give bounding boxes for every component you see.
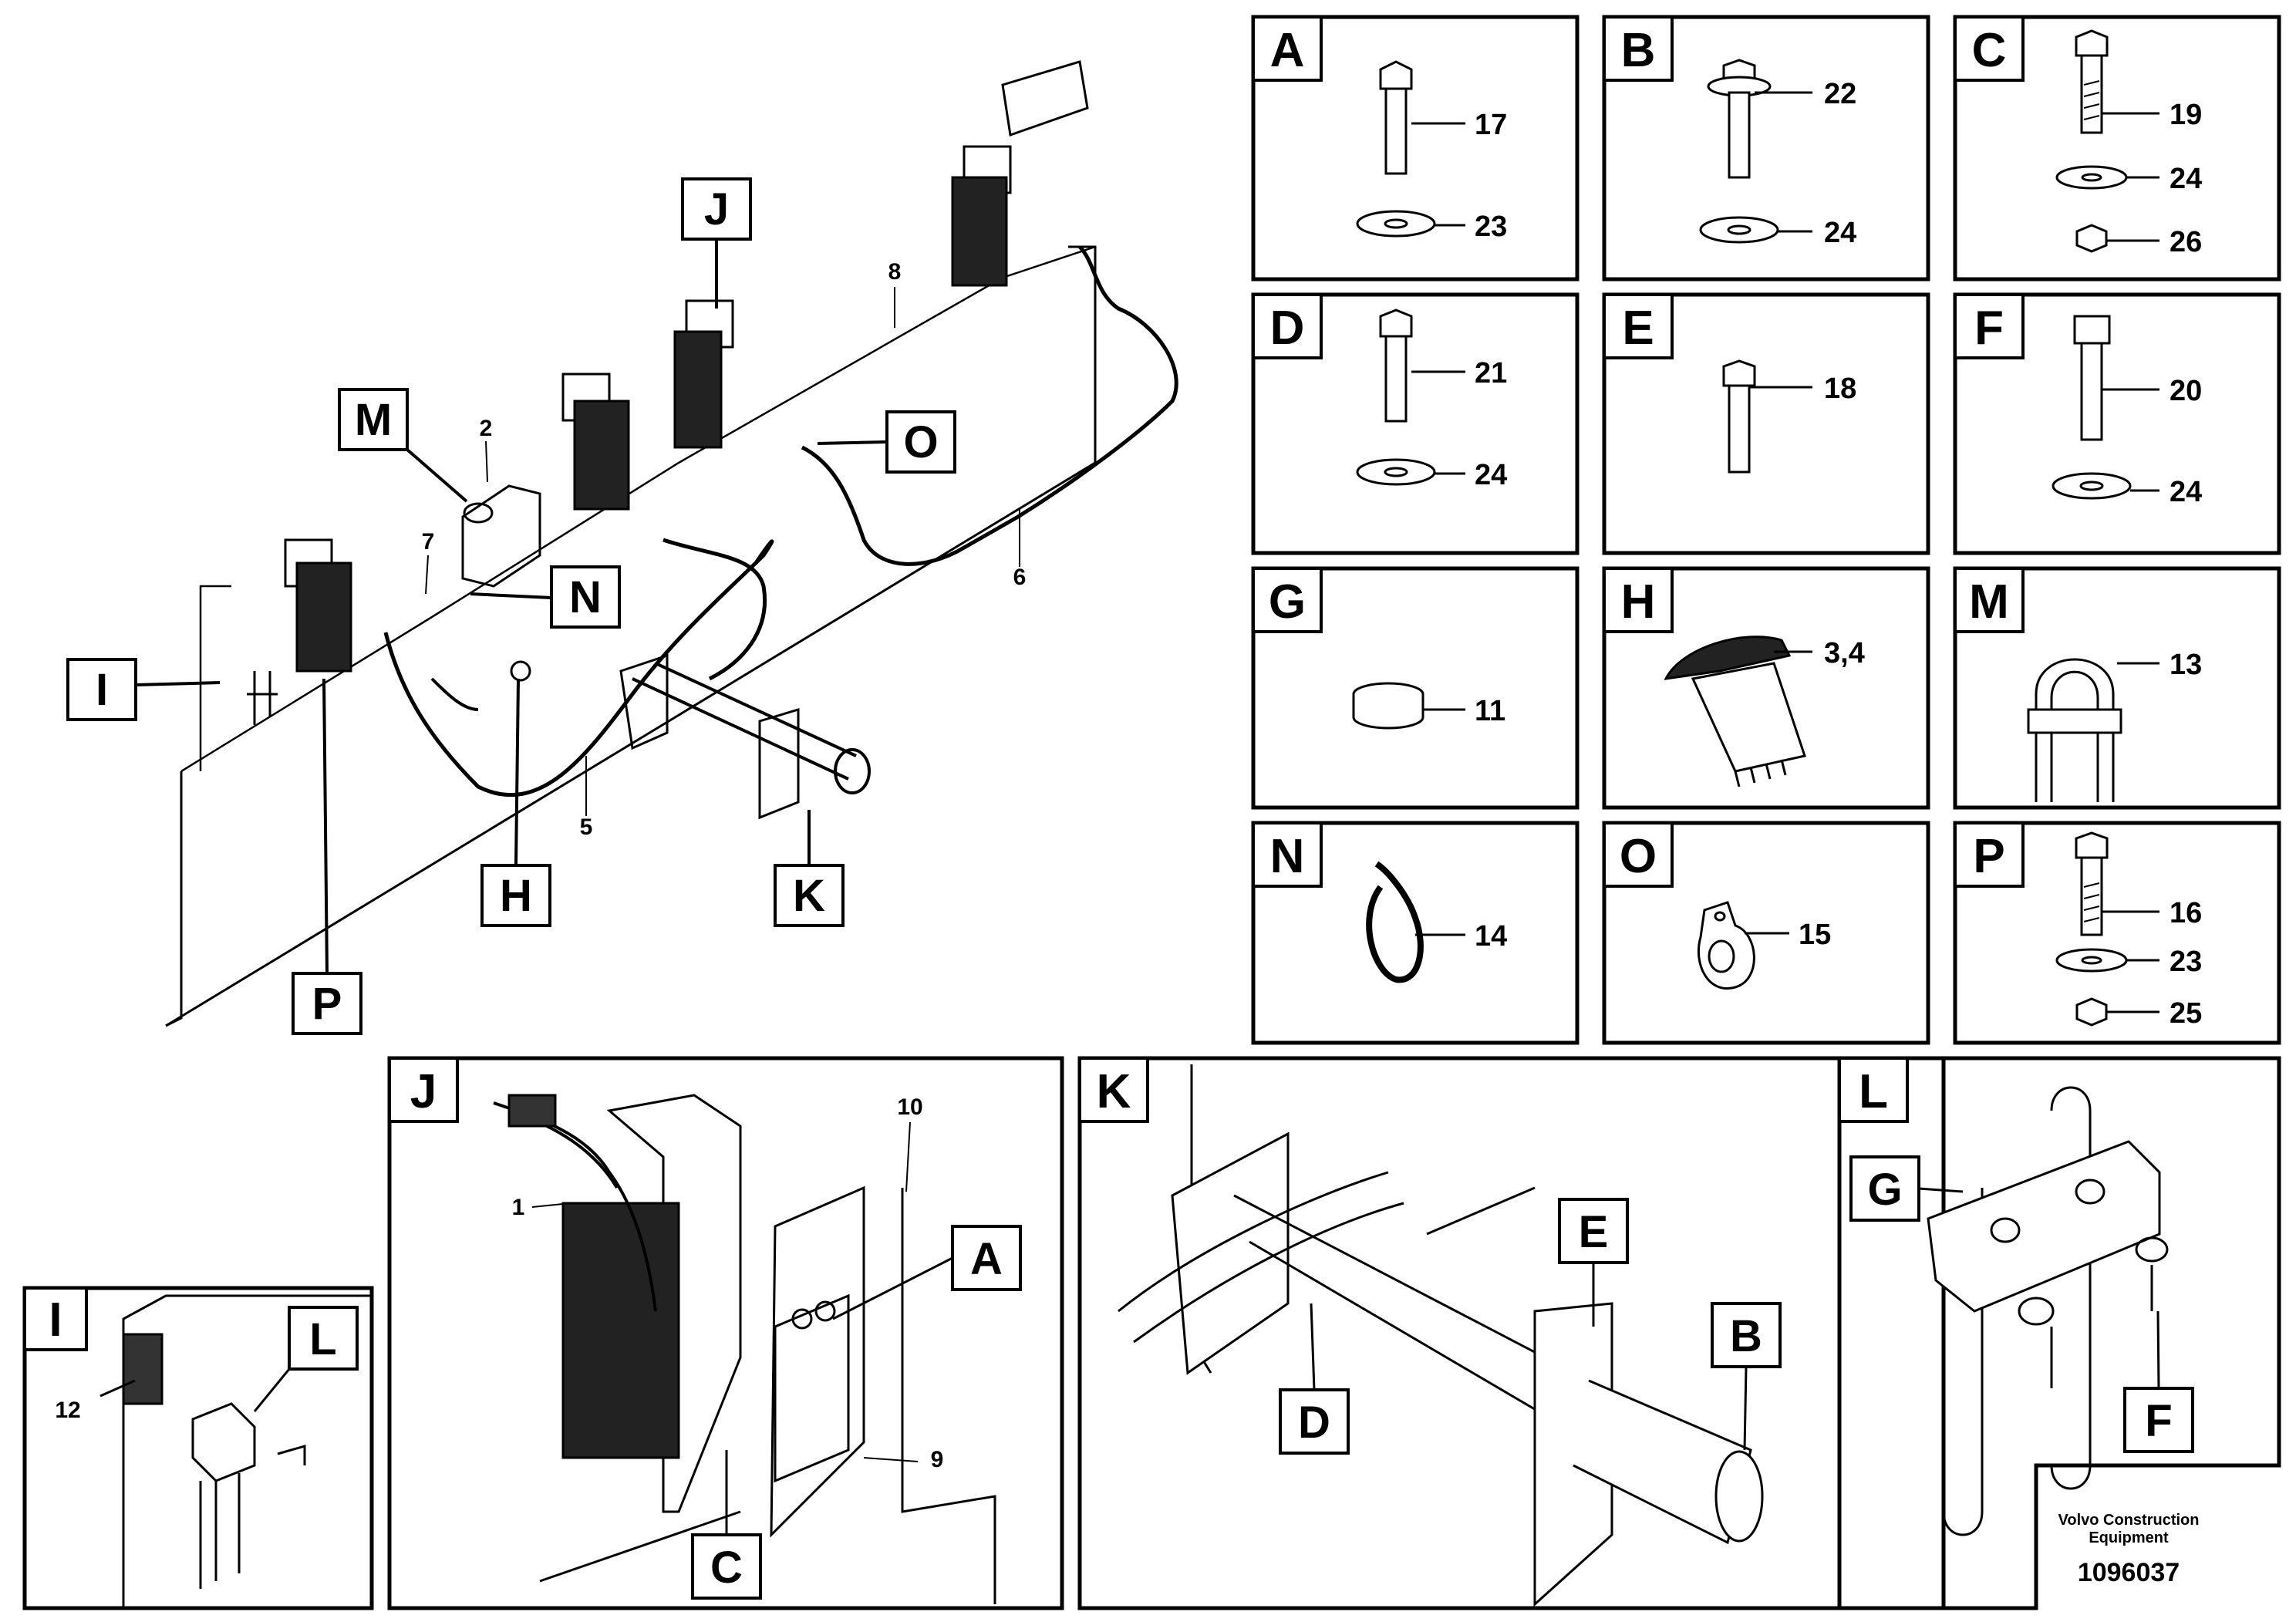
drawing-footer: Volvo Construction Equipment 1096037 [1998,1512,2260,1588]
part-3-4: 3,4 [1824,637,1865,669]
panel-m-label: M [1969,575,2009,629]
view-k-callout-b: B [1730,1311,1762,1361]
view-l-drawing [1927,1086,2169,1536]
view-j-callout-c: C [710,1543,743,1593]
main-leaders [425,287,1020,816]
panel-part-numbers: 17 23 22 24 19 24 26 21 24 18 20 24 11 3… [1475,78,2202,1030]
valve-unit-4 [951,60,1089,287]
callout-m: M [355,395,392,445]
part-number-12: 12 [55,1398,80,1423]
valve-unit-2 [561,373,630,511]
panel-label-boxes [1252,15,2025,888]
panel-n-label: N [1270,830,1305,883]
part-number-8: 8 [888,259,902,285]
bracket-2 [461,484,541,588]
bottom-label-letters: I J K L [49,1065,1888,1347]
bottom-label-boxes [23,1057,1909,1351]
part-14: 14 [1475,920,1507,953]
drawing-number: 1096037 [2077,1558,2180,1587]
panel-leaders [1411,91,2159,1013]
panel-b-label: B [1621,24,1656,77]
view-i-drawing [99,1294,370,1608]
panel-f-label: F [1974,302,2004,355]
part-24-b: 24 [1824,217,1856,249]
part-16: 16 [2170,897,2202,929]
view-k-callouts: E B D [1279,1198,1782,1455]
part-19: 19 [2170,99,2202,131]
part-11: 11 [1475,695,1505,727]
part-23-p: 23 [2170,946,2202,978]
view-l-callout-g: G [1867,1165,1902,1215]
valve-unit-1 [247,538,352,725]
main-callout-letters: I M N J O H K P [96,184,939,1029]
view-k-callout-d: D [1298,1398,1330,1448]
view-l-label: L [1859,1065,1888,1118]
panel-e-label: E [1622,302,1654,355]
panel-c-label: C [1972,24,2007,77]
org-line-2: Equipment [2089,1529,2169,1546]
panel-hardware [1352,29,2132,1027]
main-assembly-view [165,60,1178,1027]
part-26: 26 [2170,226,2202,258]
view-j-drawing [493,1094,996,1604]
part-18: 18 [1824,373,1856,405]
panel-p-label: P [1973,830,2004,883]
part-number-1: 1 [512,1195,525,1220]
view-i-callout-l: L [309,1314,336,1364]
plug-h [510,660,531,682]
bottom-frames [22,1056,2281,1610]
view-k-label: K [1097,1065,1131,1118]
callout-o: O [903,417,938,467]
view-j-callouts: A C 1 10 9 [512,1094,1022,1600]
callout-h: H [500,871,532,921]
view-i-label: I [49,1293,62,1347]
view-j-callout-a: A [970,1234,1003,1284]
main-part-numbers: 2 7 8 6 5 [422,259,1027,840]
part-number-5: 5 [580,814,593,840]
part-20: 20 [2170,375,2202,407]
panel-d-label: D [1270,302,1305,355]
panel-g-label: G [1269,575,1306,629]
panel-frames [1251,15,2281,1045]
panel-h-label: H [1621,575,1656,629]
panel-a-label: A [1270,24,1305,77]
valve-unit-3 [673,299,734,449]
callout-p: P [312,979,342,1029]
callout-k: K [793,871,825,921]
part-13: 13 [2170,649,2202,681]
part-25: 25 [2170,997,2202,1030]
part-23: 23 [1475,211,1507,243]
org-line-1: Volvo Construction [2058,1512,2200,1529]
part-24-c: 24 [2170,163,2202,195]
panel-letters: A B C D E F G H M N O P [1269,24,2009,883]
view-i-callouts: L 12 [55,1306,359,1423]
view-k-callout-e: E [1579,1207,1609,1257]
view-j-label: J [410,1065,437,1118]
part-number-7: 7 [422,529,435,555]
part-number-6: 6 [1013,565,1027,590]
part-24-f: 24 [2170,476,2202,508]
callout-j: J [704,184,729,234]
part-22: 22 [1824,78,1856,110]
part-15: 15 [1799,919,1831,951]
callout-i: I [96,665,108,715]
main-callouts [66,177,956,1035]
part-number-9: 9 [931,1447,944,1472]
panel-o-label: O [1620,830,1657,883]
part-21: 21 [1475,357,1507,389]
part-24-d: 24 [1475,459,1507,491]
callout-n: N [569,572,602,622]
view-k-drawing [1118,1064,1764,1607]
part-number-10: 10 [897,1094,922,1120]
view-l-callout-f: F [2145,1396,2172,1446]
part-number-2: 2 [480,416,493,441]
part-17: 17 [1475,109,1507,141]
view-l-callouts: G F [1849,1155,2194,1453]
